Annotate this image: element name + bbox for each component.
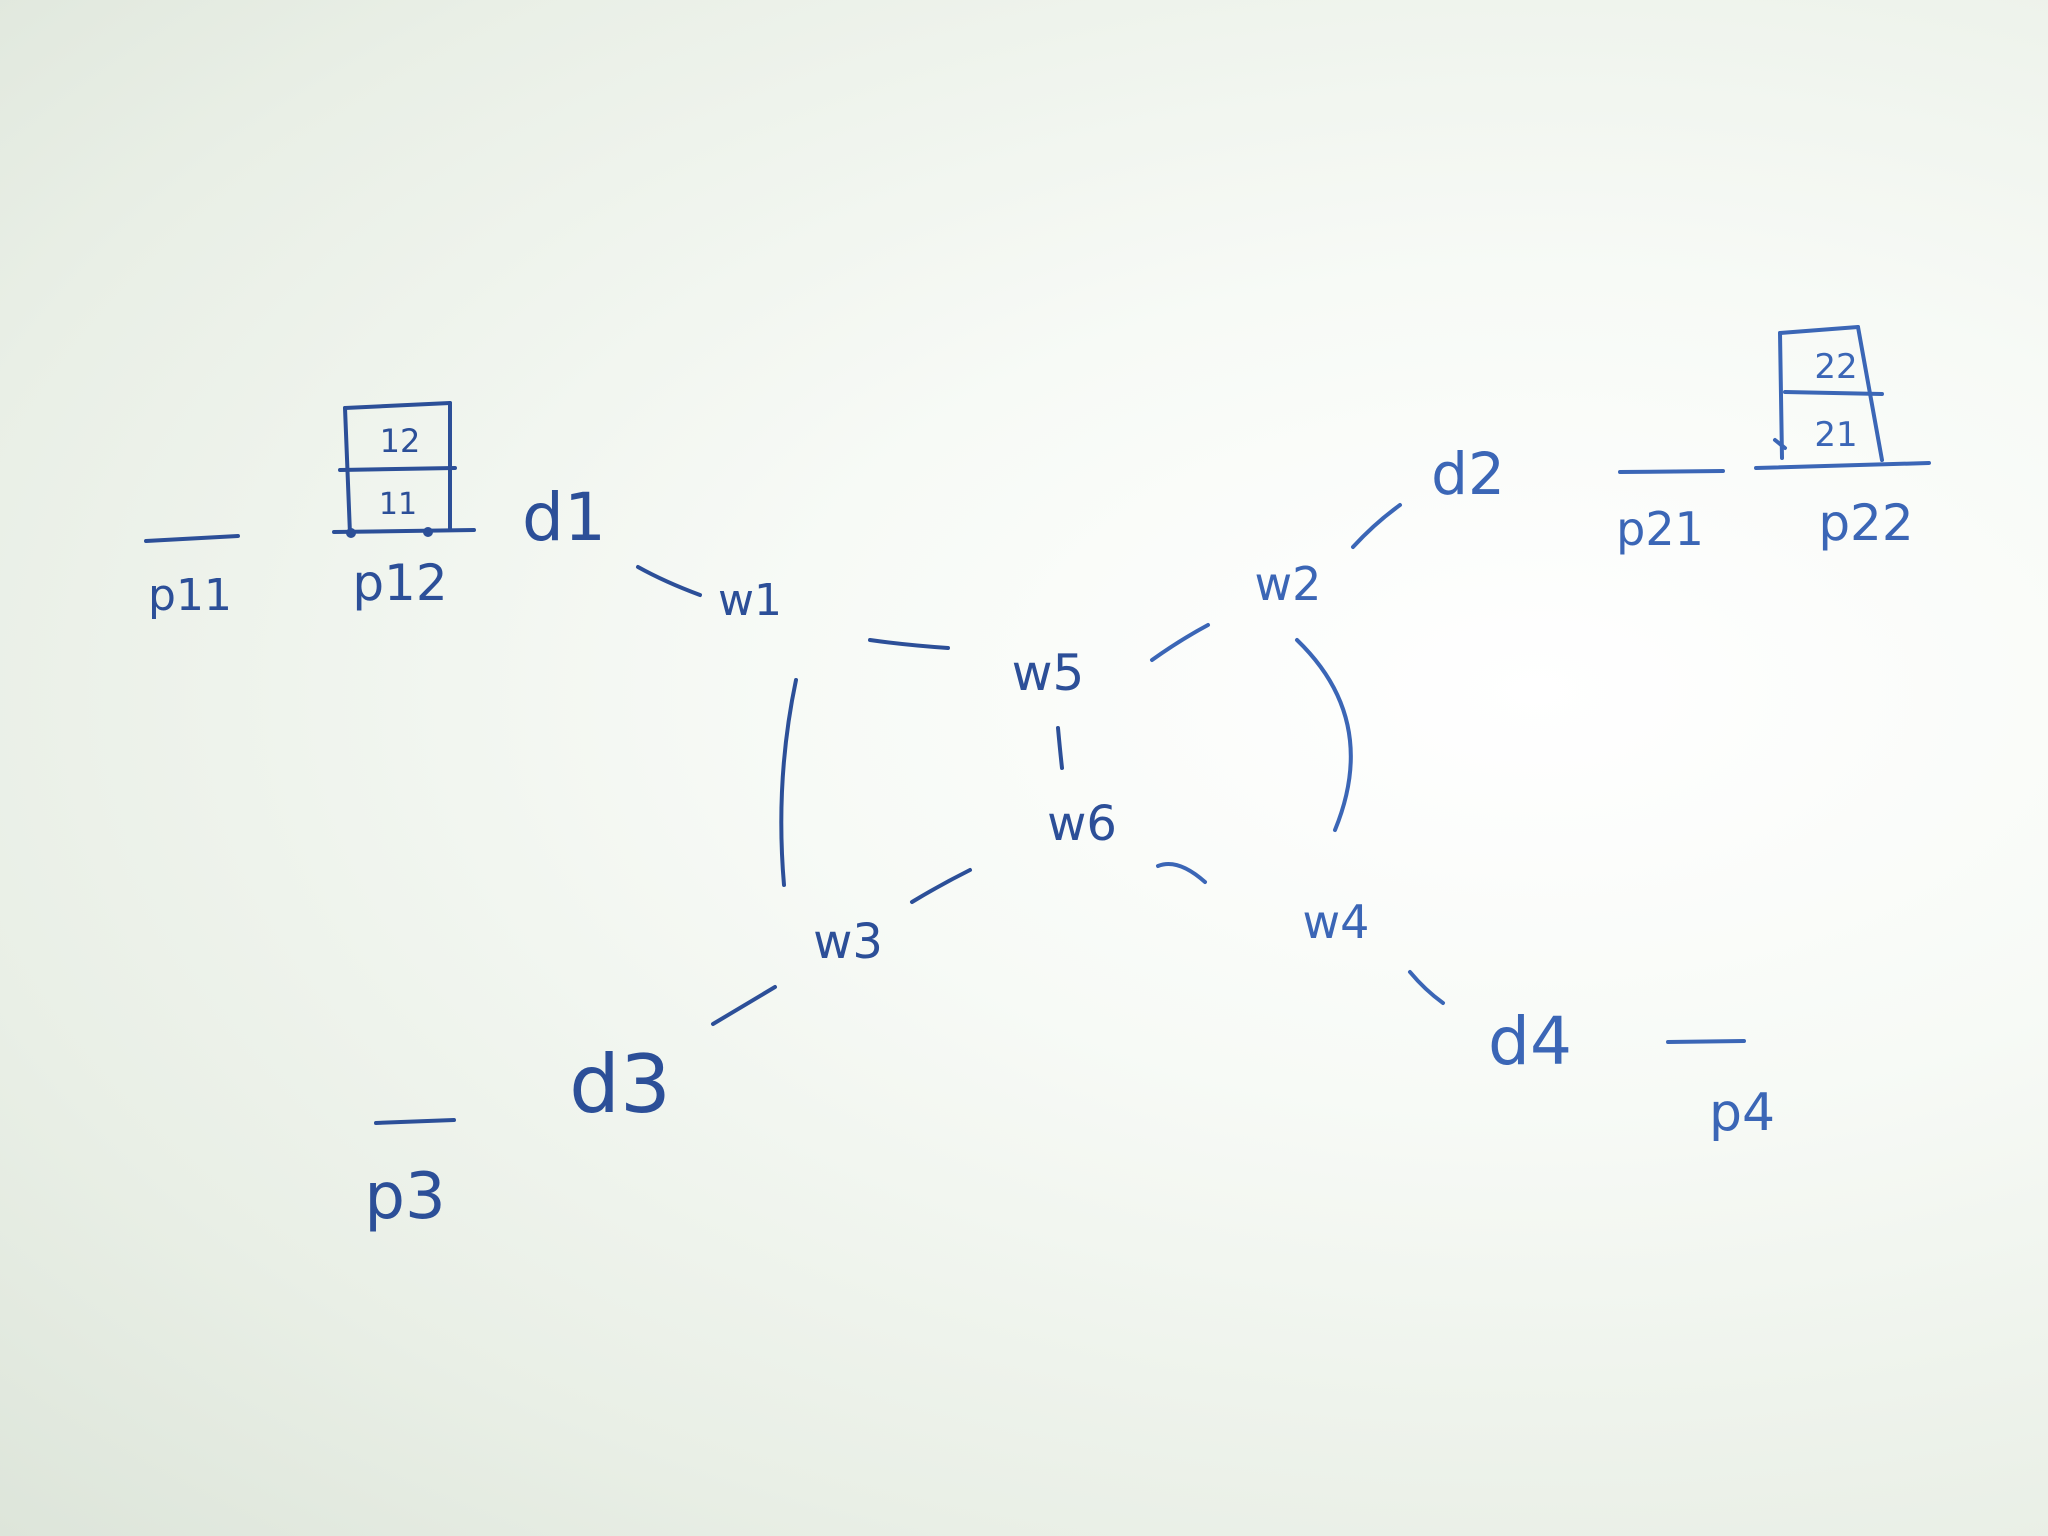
edge-d2-w2: [1351, 503, 1402, 549]
platform-label-p12: p12: [352, 554, 447, 612]
dock-label-d3: d3: [569, 1038, 671, 1131]
node-label-w4: w4: [1303, 895, 1370, 949]
edge-w1-w5: [868, 638, 950, 650]
edge-w3-d3: [711, 985, 777, 1026]
platform-label-p21: p21: [1616, 502, 1704, 556]
platform-bar-p4: [1666, 1039, 1746, 1044]
stack-p22-upper-label: 22: [1814, 347, 1857, 387]
edge-d1-w1: [636, 565, 702, 597]
edge-w2-w5: [1150, 623, 1210, 662]
stack-p22-lower-label: 21: [1814, 415, 1857, 455]
platform-bar-p11: [144, 534, 240, 543]
dock-label-d2: d2: [1431, 440, 1505, 508]
node-label-w3: w3: [813, 914, 883, 970]
platform-label-p3: p3: [364, 1160, 445, 1234]
stack-p22: [1773, 325, 1884, 462]
platform-bar-p22: [1754, 461, 1931, 470]
edge-w6-w4: [1156, 862, 1207, 884]
edge-w5-w6: [1056, 726, 1064, 770]
platform-label-p4: p4: [1709, 1083, 1775, 1143]
platform-label-p11: p11: [148, 570, 232, 621]
dock-label-d1: d1: [522, 479, 606, 556]
node-label-w2: w2: [1255, 557, 1322, 611]
edge-w6-w3: [910, 868, 972, 904]
platform-bar-p3: [374, 1118, 456, 1125]
node-label-w1: w1: [718, 575, 782, 626]
stack-p12: [338, 401, 457, 538]
edge-w4-d4: [1408, 970, 1445, 1005]
platform-bar-p21: [1618, 469, 1725, 474]
dock-label-d4: d4: [1488, 1003, 1572, 1080]
node-label-w6: w6: [1047, 796, 1117, 852]
node-label-w5: w5: [1012, 644, 1085, 702]
platform-label-p22: p22: [1818, 494, 1913, 552]
stack-p12-upper-label: 12: [380, 422, 421, 460]
edge-w1-w3: [779, 678, 798, 887]
stack-p12-lower-label: 11: [379, 487, 417, 522]
edge-w2-w4: [1295, 638, 1353, 832]
